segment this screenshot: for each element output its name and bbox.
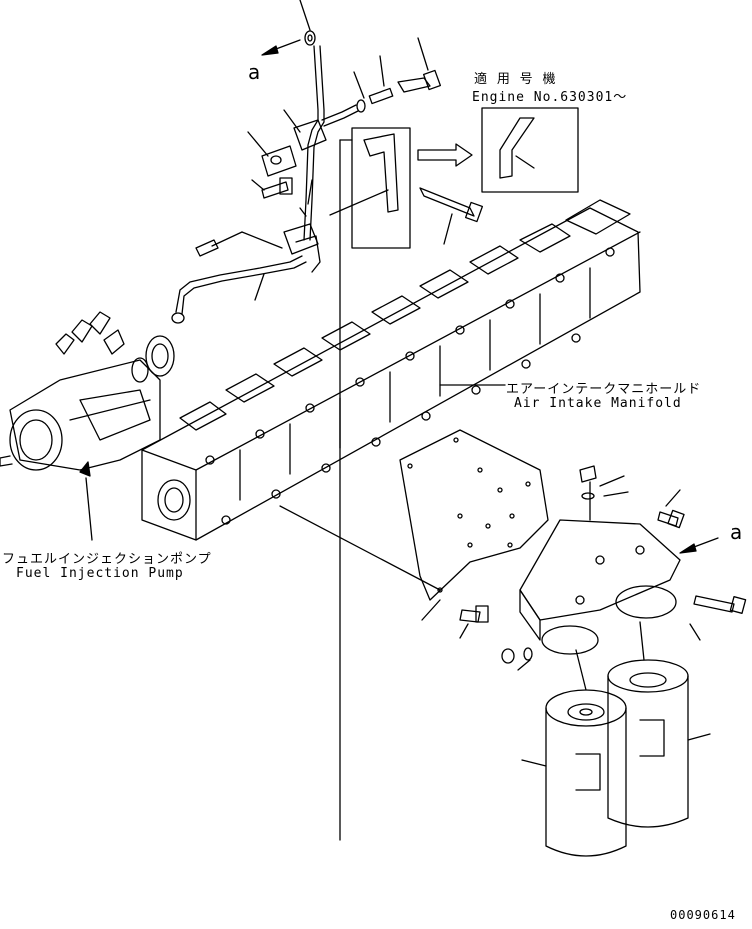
fuel-filter-assembly — [459, 465, 747, 857]
manifold-label-jp: エアーインテークマニホールド — [506, 382, 702, 397]
fuel-injection-pump — [0, 311, 175, 541]
air-intake-manifold — [141, 199, 641, 541]
pump-label-jp: フュエルインジェクションポンプ — [2, 552, 212, 567]
manifold-label-en: Air Intake Manifold — [514, 396, 682, 411]
ref-arrow-top — [261, 39, 301, 56]
fuel-pipe-assembly — [171, 0, 442, 324]
ref-arrow-right — [679, 537, 719, 554]
gasket — [279, 429, 549, 621]
applicable-label-en: Engine No.630301～ — [472, 90, 628, 105]
applicable-label-jp: 適 用 号 機 — [474, 72, 557, 87]
bracket-detail — [329, 107, 579, 841]
drawing-number: 00090614 — [670, 908, 736, 922]
pump-label-en: Fuel Injection Pump — [16, 566, 184, 581]
ref-label-top: a — [248, 60, 262, 84]
ref-label-right: a — [730, 520, 744, 544]
